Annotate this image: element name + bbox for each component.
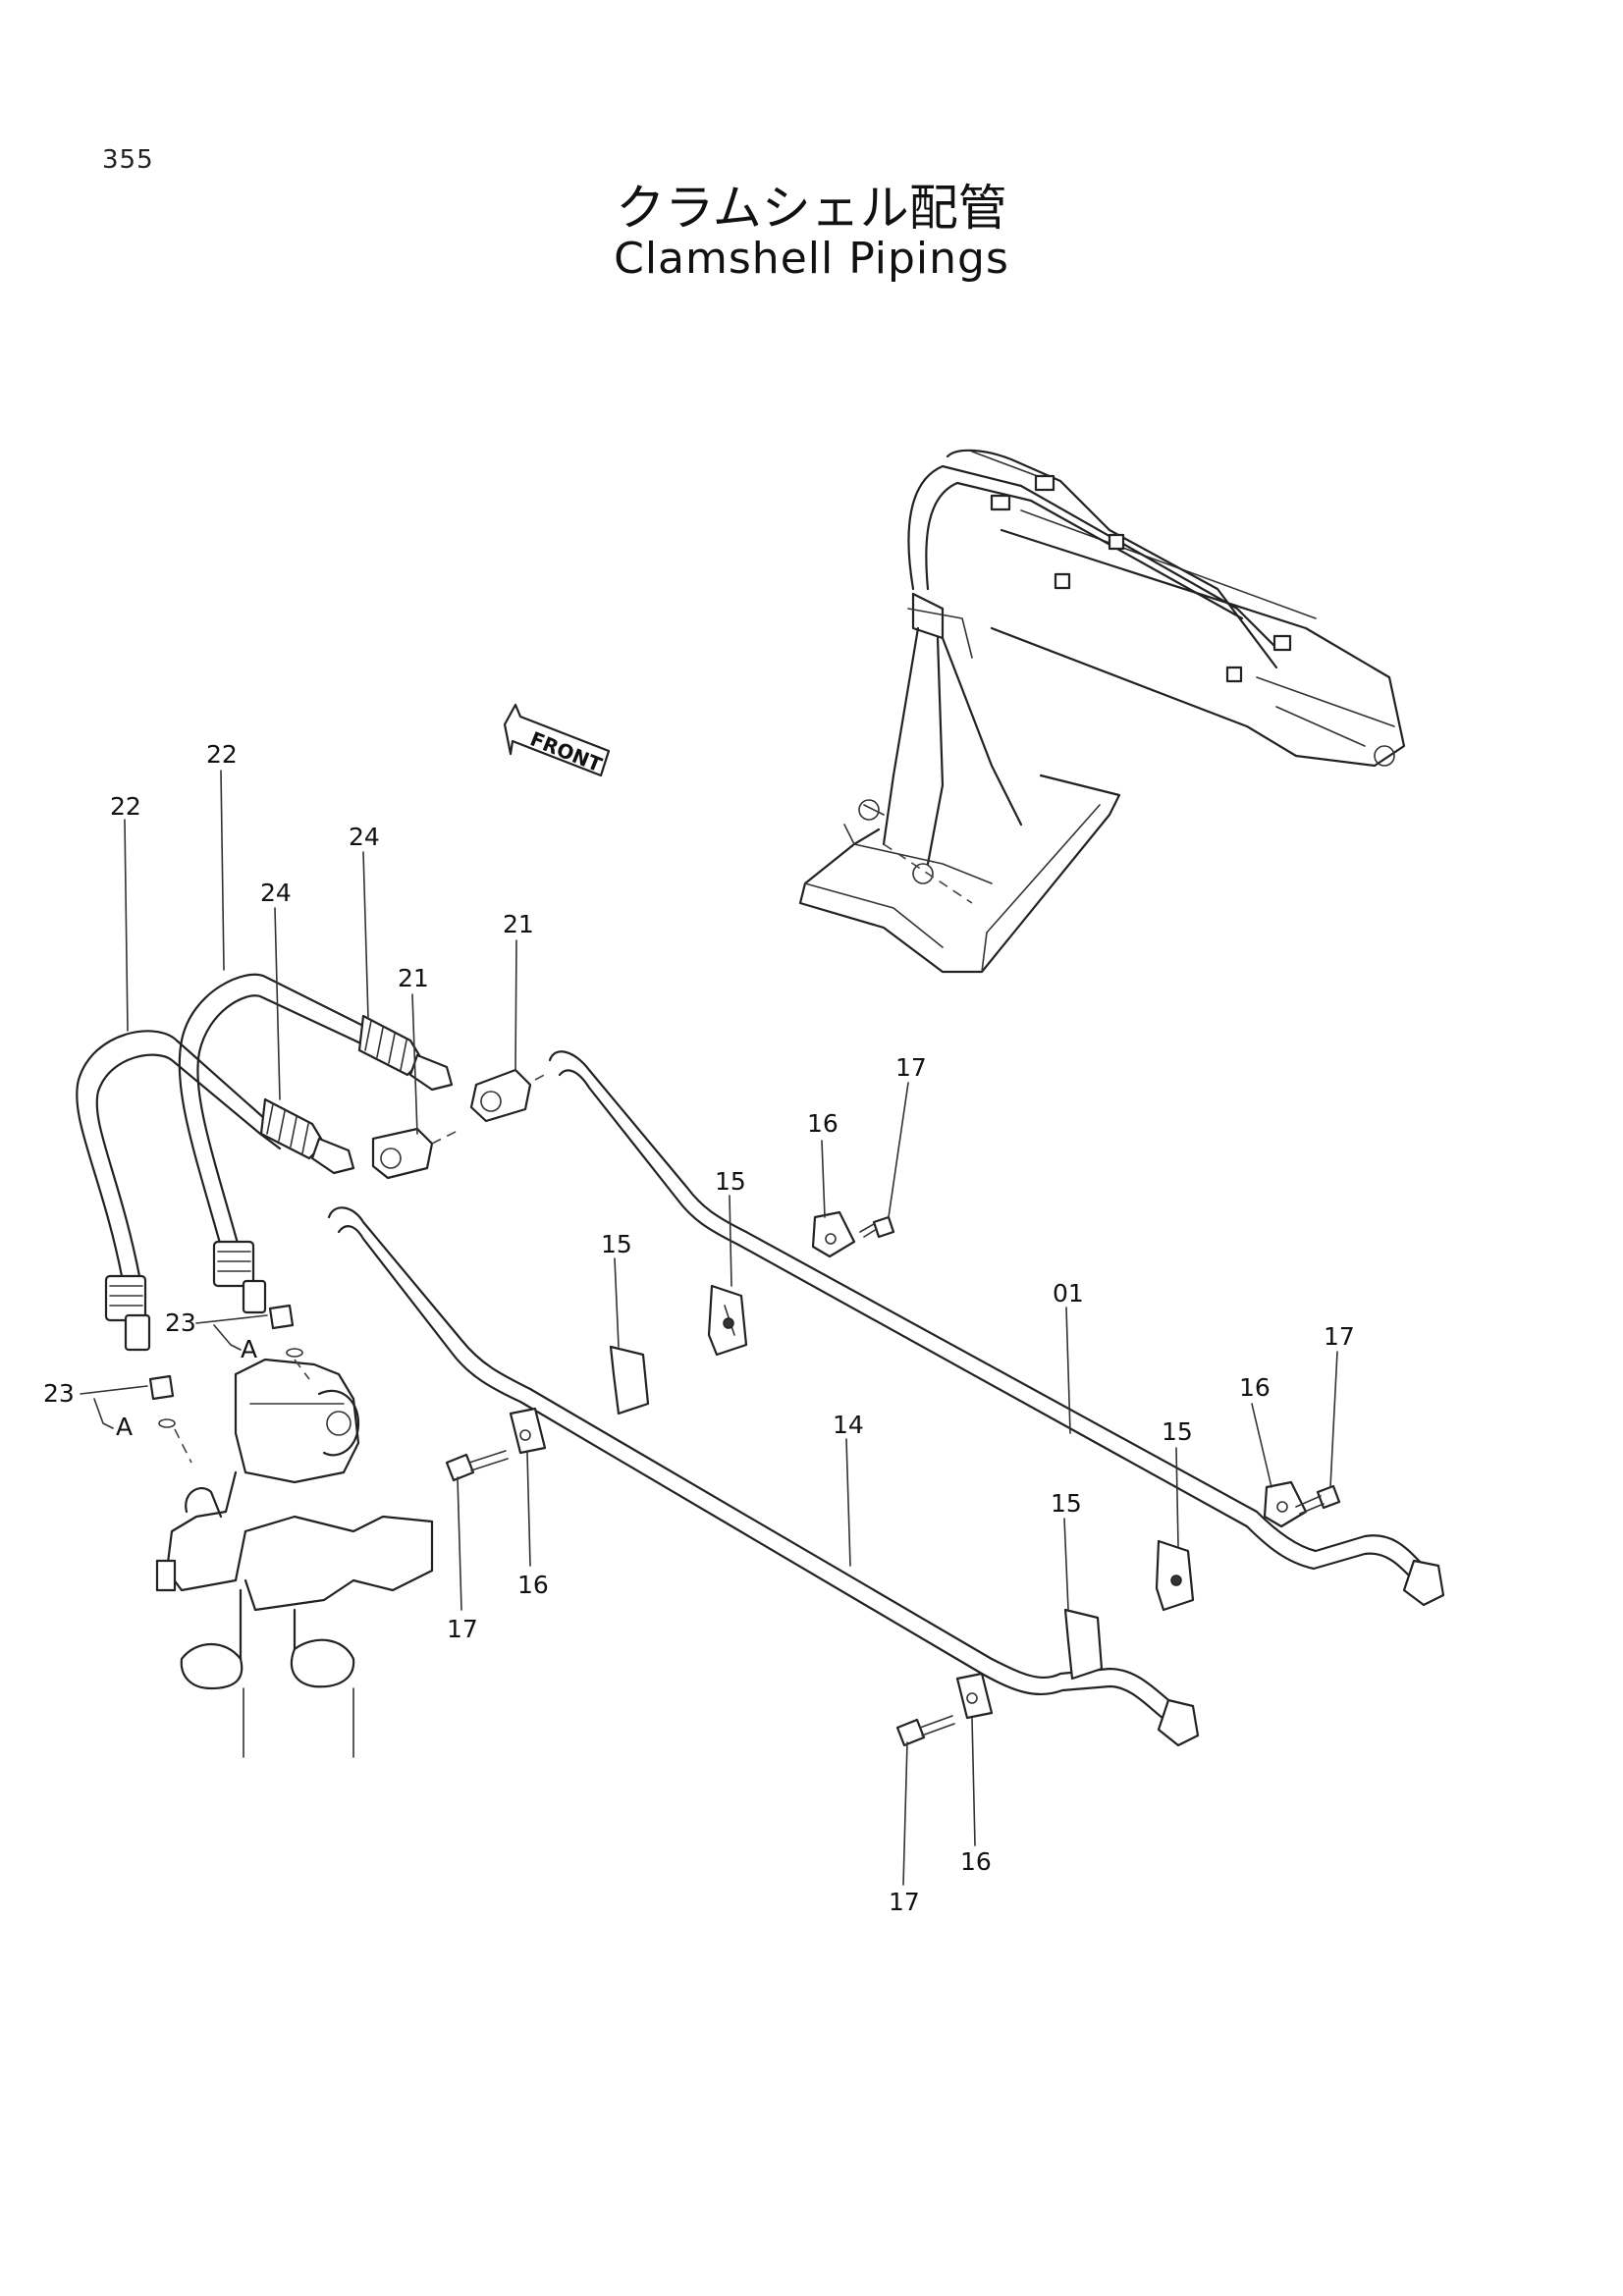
callout-14: 14 [833, 1411, 864, 1439]
callout-23-a: 23 [165, 1308, 196, 1337]
callout-16-a: 16 [807, 1109, 839, 1138]
bracket-16-b [509, 1407, 547, 1455]
clamp-15-c [1155, 1539, 1195, 1612]
hose-end-24-upper [357, 1014, 454, 1092]
adapter-23-lower [148, 1374, 192, 1464]
control-valve-body [155, 1358, 434, 1758]
bracket-16-c [1263, 1480, 1308, 1528]
callout-a-lower: A [116, 1413, 133, 1441]
hose-22-inner [178, 973, 395, 1314]
callout-21-a: 21 [398, 964, 429, 992]
inset-clamshell-illustration [798, 449, 1406, 974]
adapter-23-upper [268, 1304, 310, 1380]
callout-17-b: 17 [447, 1615, 478, 1643]
title-english: Clamshell Pipings [614, 234, 1009, 284]
elbow-21-upper [469, 1068, 532, 1123]
callout-a-upper: A [241, 1335, 257, 1363]
callout-16-d: 16 [960, 1847, 992, 1876]
callout-24-a: 24 [349, 823, 380, 851]
hose-22-outer [76, 1030, 287, 1352]
bolt-17-a [859, 1215, 895, 1239]
bolt-17-b [445, 1450, 509, 1482]
clamp-15-d [1063, 1608, 1104, 1681]
bracket-16-a [811, 1210, 856, 1258]
callout-01: 01 [1053, 1279, 1084, 1308]
callout-22-b: 22 [110, 792, 141, 821]
callout-21-b: 21 [503, 910, 534, 938]
bracket-16-d [955, 1672, 994, 1720]
leader-lines [80, 770, 1338, 1886]
front-direction-arrow: FRONT [503, 703, 611, 776]
callout-numbers: 01 14 15 15 15 15 16 16 16 16 17 17 17 1… [43, 740, 1355, 1916]
clamp-15-b [609, 1345, 650, 1415]
callout-16-c: 16 [1239, 1373, 1271, 1402]
hose-22-fitting-lower-left [104, 1274, 151, 1352]
callout-16-b: 16 [517, 1571, 549, 1599]
callout-15-d: 15 [1051, 1489, 1082, 1518]
callout-22-a: 22 [206, 740, 238, 769]
pipe-01 [548, 1050, 1445, 1607]
elbow-21-lower [371, 1127, 434, 1180]
bolt-17-c [1295, 1484, 1341, 1515]
callout-17-a: 17 [895, 1053, 927, 1082]
hose-end-24-lower [259, 1097, 355, 1175]
title-japanese: クラムシェル配管 [616, 180, 1007, 237]
page-number: 355 [102, 145, 154, 175]
callout-24-b: 24 [260, 879, 292, 907]
clamp-15-a [707, 1284, 748, 1357]
callout-15-c: 15 [1162, 1417, 1193, 1446]
hose-22-fitting-inner [212, 1240, 267, 1314]
callout-15-a: 15 [715, 1167, 746, 1196]
callout-23-b: 23 [43, 1379, 75, 1408]
callout-15-b: 15 [601, 1230, 632, 1258]
callout-17-d: 17 [889, 1888, 920, 1916]
bolt-17-d [895, 1715, 955, 1747]
callout-17-c: 17 [1324, 1322, 1355, 1351]
